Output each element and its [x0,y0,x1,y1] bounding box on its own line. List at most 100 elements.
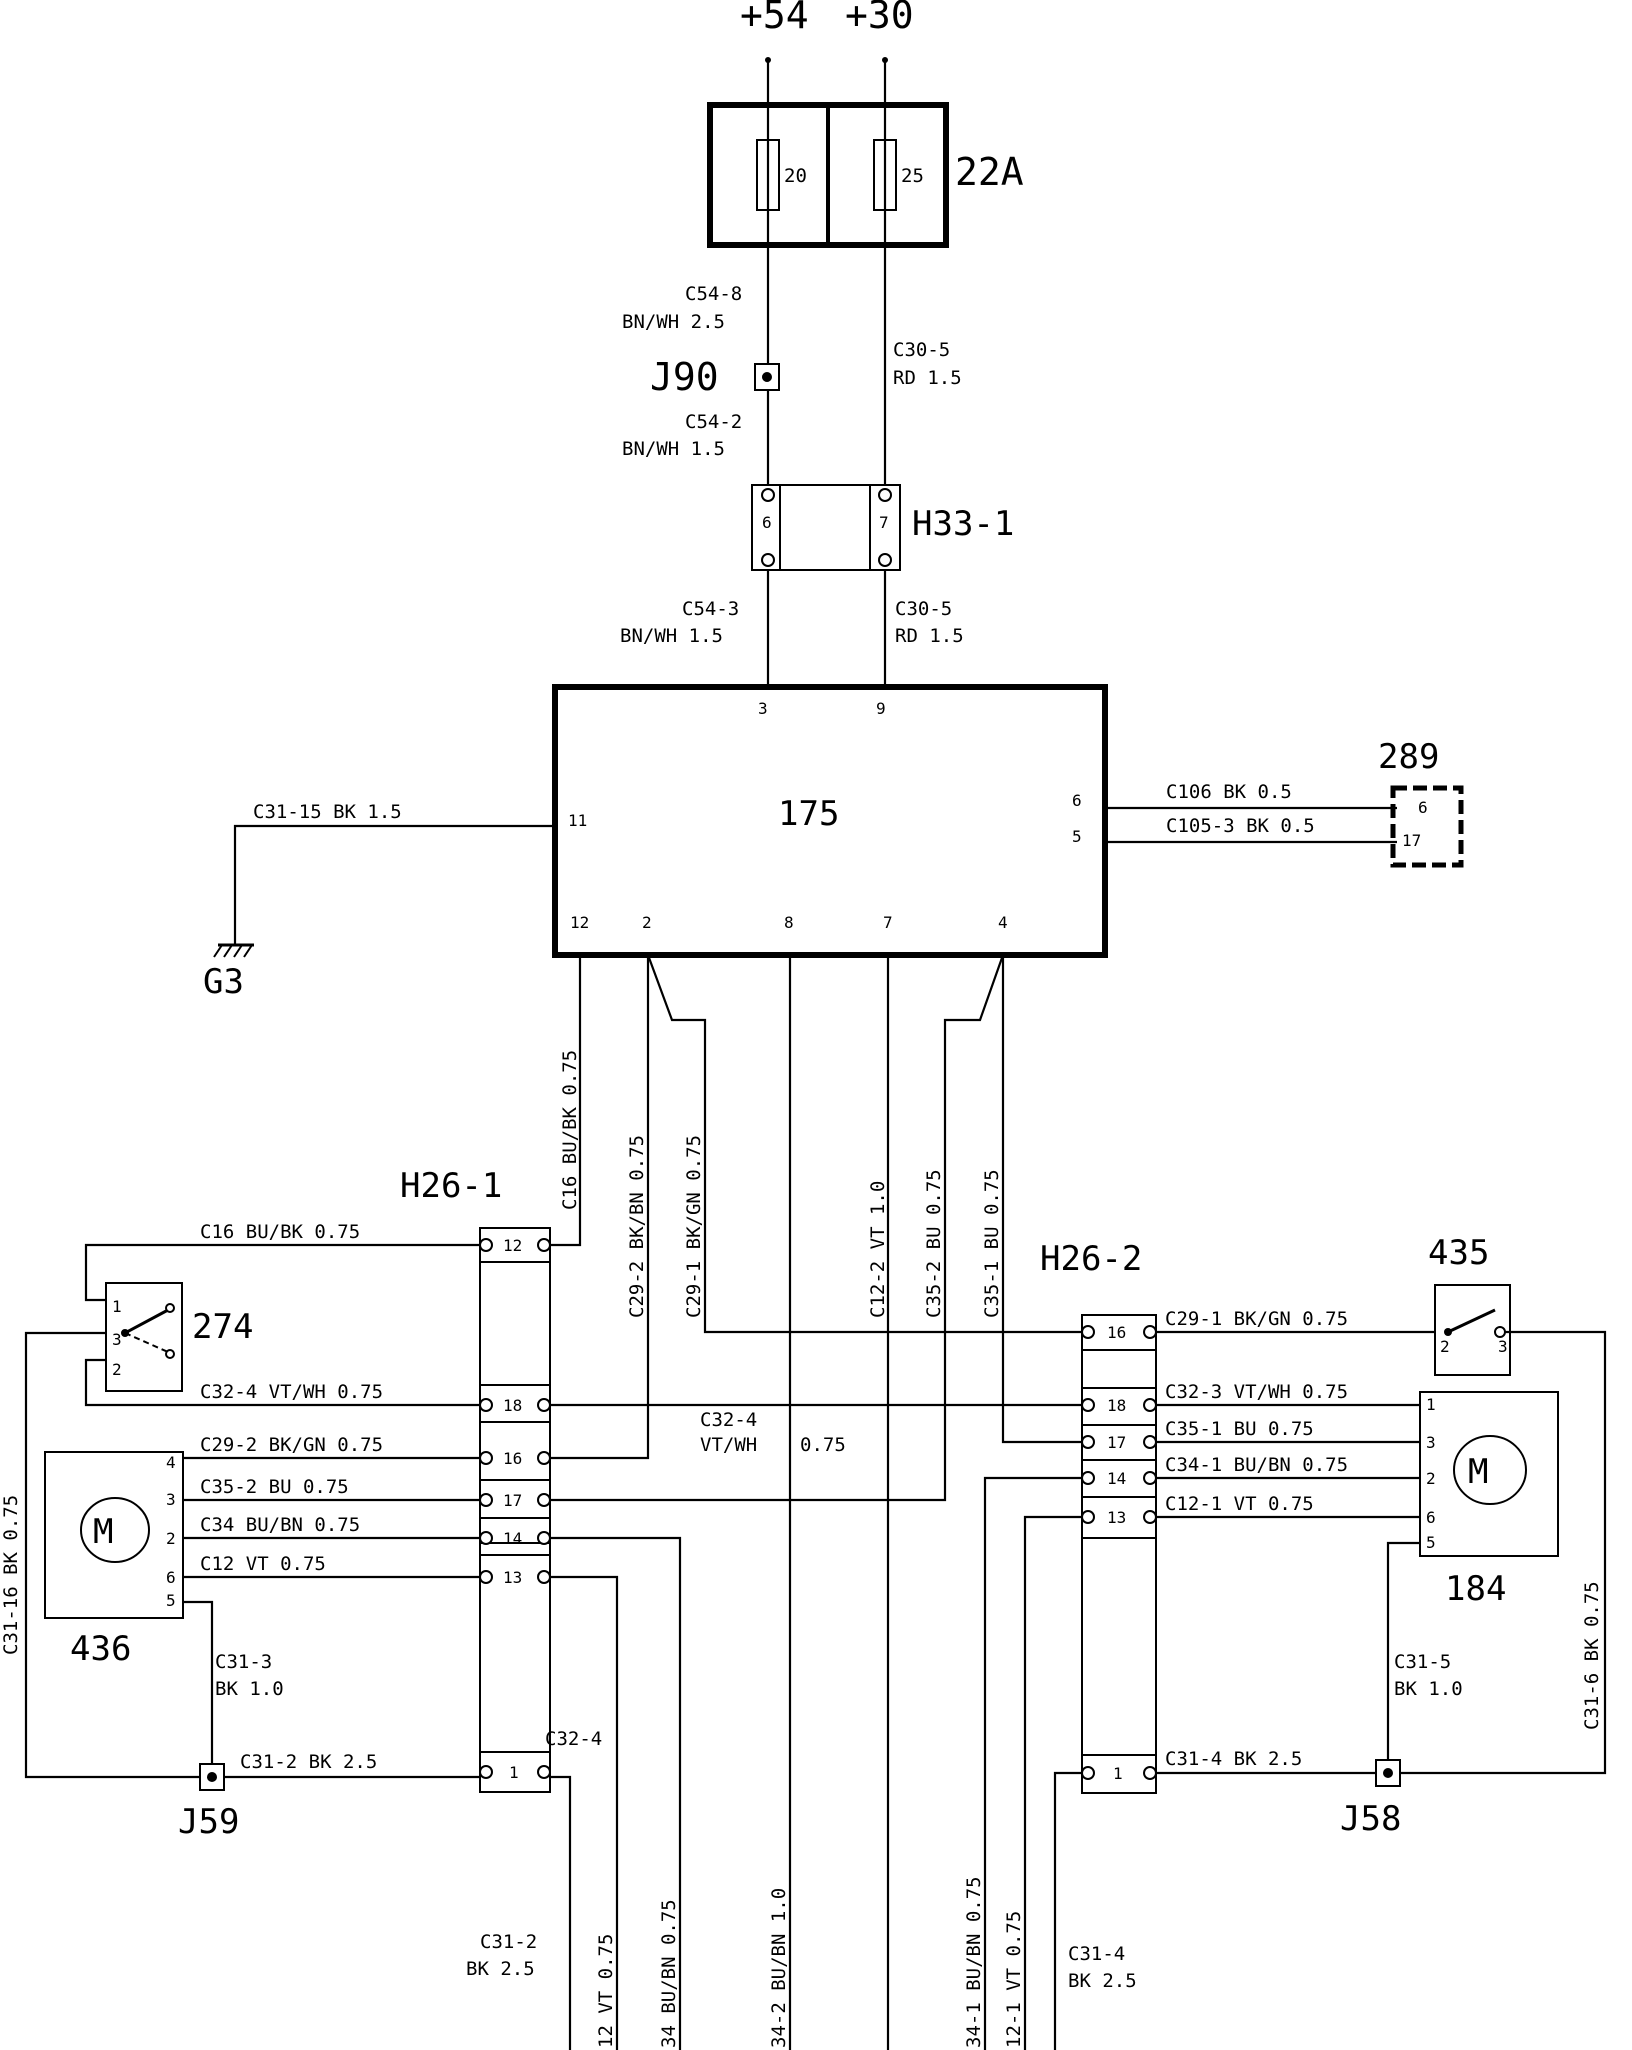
splice-j59-label: J59 [178,1802,239,1842]
c436-pin-5: 5 [166,1591,176,1610]
wire-c12-bottom-vlabel: 12 VT 0.75 [595,1934,617,2048]
c274-pin-1: 1 [112,1297,122,1316]
h262-pin-16: 16 [1107,1323,1126,1342]
splice-j58-dot [1383,1768,1393,1778]
component-289-label: 289 [1378,737,1439,777]
ecu-pin-4: 4 [998,913,1008,932]
wire-c32-4-left [84,1358,480,1407]
c289-pin-17: 17 [1402,831,1421,850]
connector-h33-1-label: H33-1 [912,504,1014,544]
wire-c31-4-bottom-spec: BK 2.5 [1068,1970,1137,1992]
wire-c106-label: C106 BK 0.5 [1166,781,1292,803]
h261-pin-17: 17 [503,1491,522,1510]
wire-c31-16 [24,1331,200,1779]
h33-pin-7: 7 [879,513,889,532]
wire-c31-2-bottom-spec: BK 2.5 [466,1958,535,1980]
c289-pin-6: 6 [1418,798,1428,817]
wire-c35-1-hlabel: C35-1 BU 0.75 [1165,1418,1314,1440]
wire-c54-3-spec: BN/WH 1.5 [620,625,723,647]
c435-pin-2: 2 [1440,1337,1450,1356]
h261-pin-18: 18 [503,1396,522,1415]
wire-c31-4-label: C31-4 BK 2.5 [1165,1748,1302,1770]
c274-pin-3: 3 [112,1330,122,1349]
wire-c32-4-mid-label: C32-4 [700,1409,757,1431]
wire-c35-1-vertical [1001,955,1082,1444]
h262-pin-17: 17 [1107,1433,1126,1452]
splice-j59-dot [207,1772,217,1782]
component-435: 2 3 [1434,1284,1511,1376]
wire-c31-2-bottom [550,1775,572,2050]
splice-j58-label: J58 [1340,1799,1401,1839]
c436-pin-4: 4 [166,1453,176,1472]
wire-c31-15 [233,824,555,945]
supply-plus30-label: +30 [845,0,914,37]
ecu-pin-9: 9 [876,699,886,718]
fuse-20-rating: 20 [784,165,807,187]
wire-c31-5-label: C31-5 [1394,1651,1451,1673]
component-175-label: 175 [778,794,839,834]
component-274-label: 274 [192,1307,253,1347]
c184-pin-5: 5 [1426,1533,1436,1552]
wire-c54-3-label: C54-3 [682,598,739,620]
wire-c29-2-vertical [550,955,650,1460]
wire-c32-3-hlabel: C32-3 VT/WH 0.75 [1165,1381,1348,1403]
h261-pin-14: 14 [503,1529,522,1548]
h261-pin-12: 12 [503,1236,522,1255]
ecu-pin-11: 11 [568,811,587,830]
wire-c31-15-label: C31-15 BK 1.5 [253,801,402,823]
ground-symbol [213,943,254,958]
c435-pin-3: 3 [1498,1337,1508,1356]
wire-c35-2-vertical [550,954,1005,1502]
wire-c12-hlabel: C12 VT 0.75 [200,1553,326,1575]
ecu-pin-12: 12 [570,913,589,932]
supply-plus54-label: +54 [740,0,809,37]
wire-c31-16-label: C31-16 BK 0.75 [0,1495,22,1655]
h262-pin-18: 18 [1107,1396,1126,1415]
wire-c34-1-hlabel: C34-1 BU/BN 0.75 [1165,1454,1348,1476]
wire-c35-2-hlabel: C35-2 BU 0.75 [200,1476,349,1498]
wire-c30-5-spec: RD 1.5 [893,367,962,389]
splice-j90-label: J90 [650,355,719,399]
wire-c29-1-vlabel: C29-1 BK/GN 0.75 [683,1135,705,1318]
component-175: 3 9 11 6 5 12 2 8 7 4 [552,684,1108,958]
wire-c32-4-mid-size: 0.75 [800,1434,846,1456]
wire-c31-2-bottom-label: C31-2 [480,1931,537,1953]
fusebox-label: 22A [955,150,1024,194]
c274-pin-2: 2 [112,1360,122,1379]
wire-c54-8-spec: BN/WH 2.5 [622,311,725,333]
wire-c54-8-label: C54-8 [685,283,742,305]
wire-c34-2-bottom-vlabel: 34-2 BU/BN 1.0 [768,1888,790,2048]
wire-c31-5 [1386,1541,1420,1773]
wire-c34-1-bottom [983,1476,1082,2050]
connector-h26-2-label: H26-2 [1040,1239,1142,1279]
ecu-pin-8: 8 [784,913,794,932]
wire-c29-2-vlabel: C29-2 BK/BN 0.75 [626,1135,648,1318]
wire-c32-4-hlabel: C32-4 VT/WH 0.75 [200,1381,383,1403]
component-436: M 4 3 2 6 5 [44,1451,184,1619]
wire-c35-1-vlabel: C35-1 BU 0.75 [981,1169,1003,1318]
c436-pin-6: 6 [166,1568,176,1587]
wire-c34-1-bottom-vlabel: 34-1 BU/BN 0.75 [963,1876,985,2048]
h262-pin-1: 1 [1113,1764,1123,1783]
h261-pin-16: 16 [503,1449,522,1468]
wire-c12-1-bottom-vlabel: 12-1 VT 0.75 [1003,1911,1025,2048]
connector-h33-1: 6 7 [751,484,901,571]
wire-c32-4-mid-spec: VT/WH [700,1434,757,1456]
fuse-25-rating: 25 [901,165,924,187]
wire-c30-5b-label: C30-5 [895,598,952,620]
h33-pin-6: 6 [762,513,772,532]
wire-c12-2-vlabel: C12-2 VT 1.0 [867,1181,889,1318]
wire-c35-2-vlabel: C35-2 BU 0.75 [923,1169,945,1318]
wire-c31-2-label: C31-2 BK 2.5 [240,1751,377,1773]
c184-pin-1: 1 [1426,1395,1436,1414]
motor-184-symbol: M [1468,1452,1488,1492]
wire-c34-bottom-vlabel: 34 BU/BN 0.75 [658,1899,680,2048]
ecu-pin-6: 6 [1072,791,1082,810]
wire-c12-1-bottom [1023,1515,1082,2050]
component-435-label: 435 [1428,1233,1489,1273]
c436-pin-3: 3 [166,1490,176,1509]
connector-h26-2: 16 18 17 14 13 1 [1081,1314,1157,1794]
wire-c30-5-label: C30-5 [893,339,950,361]
wire-c29-1-vertical [646,954,1082,1334]
